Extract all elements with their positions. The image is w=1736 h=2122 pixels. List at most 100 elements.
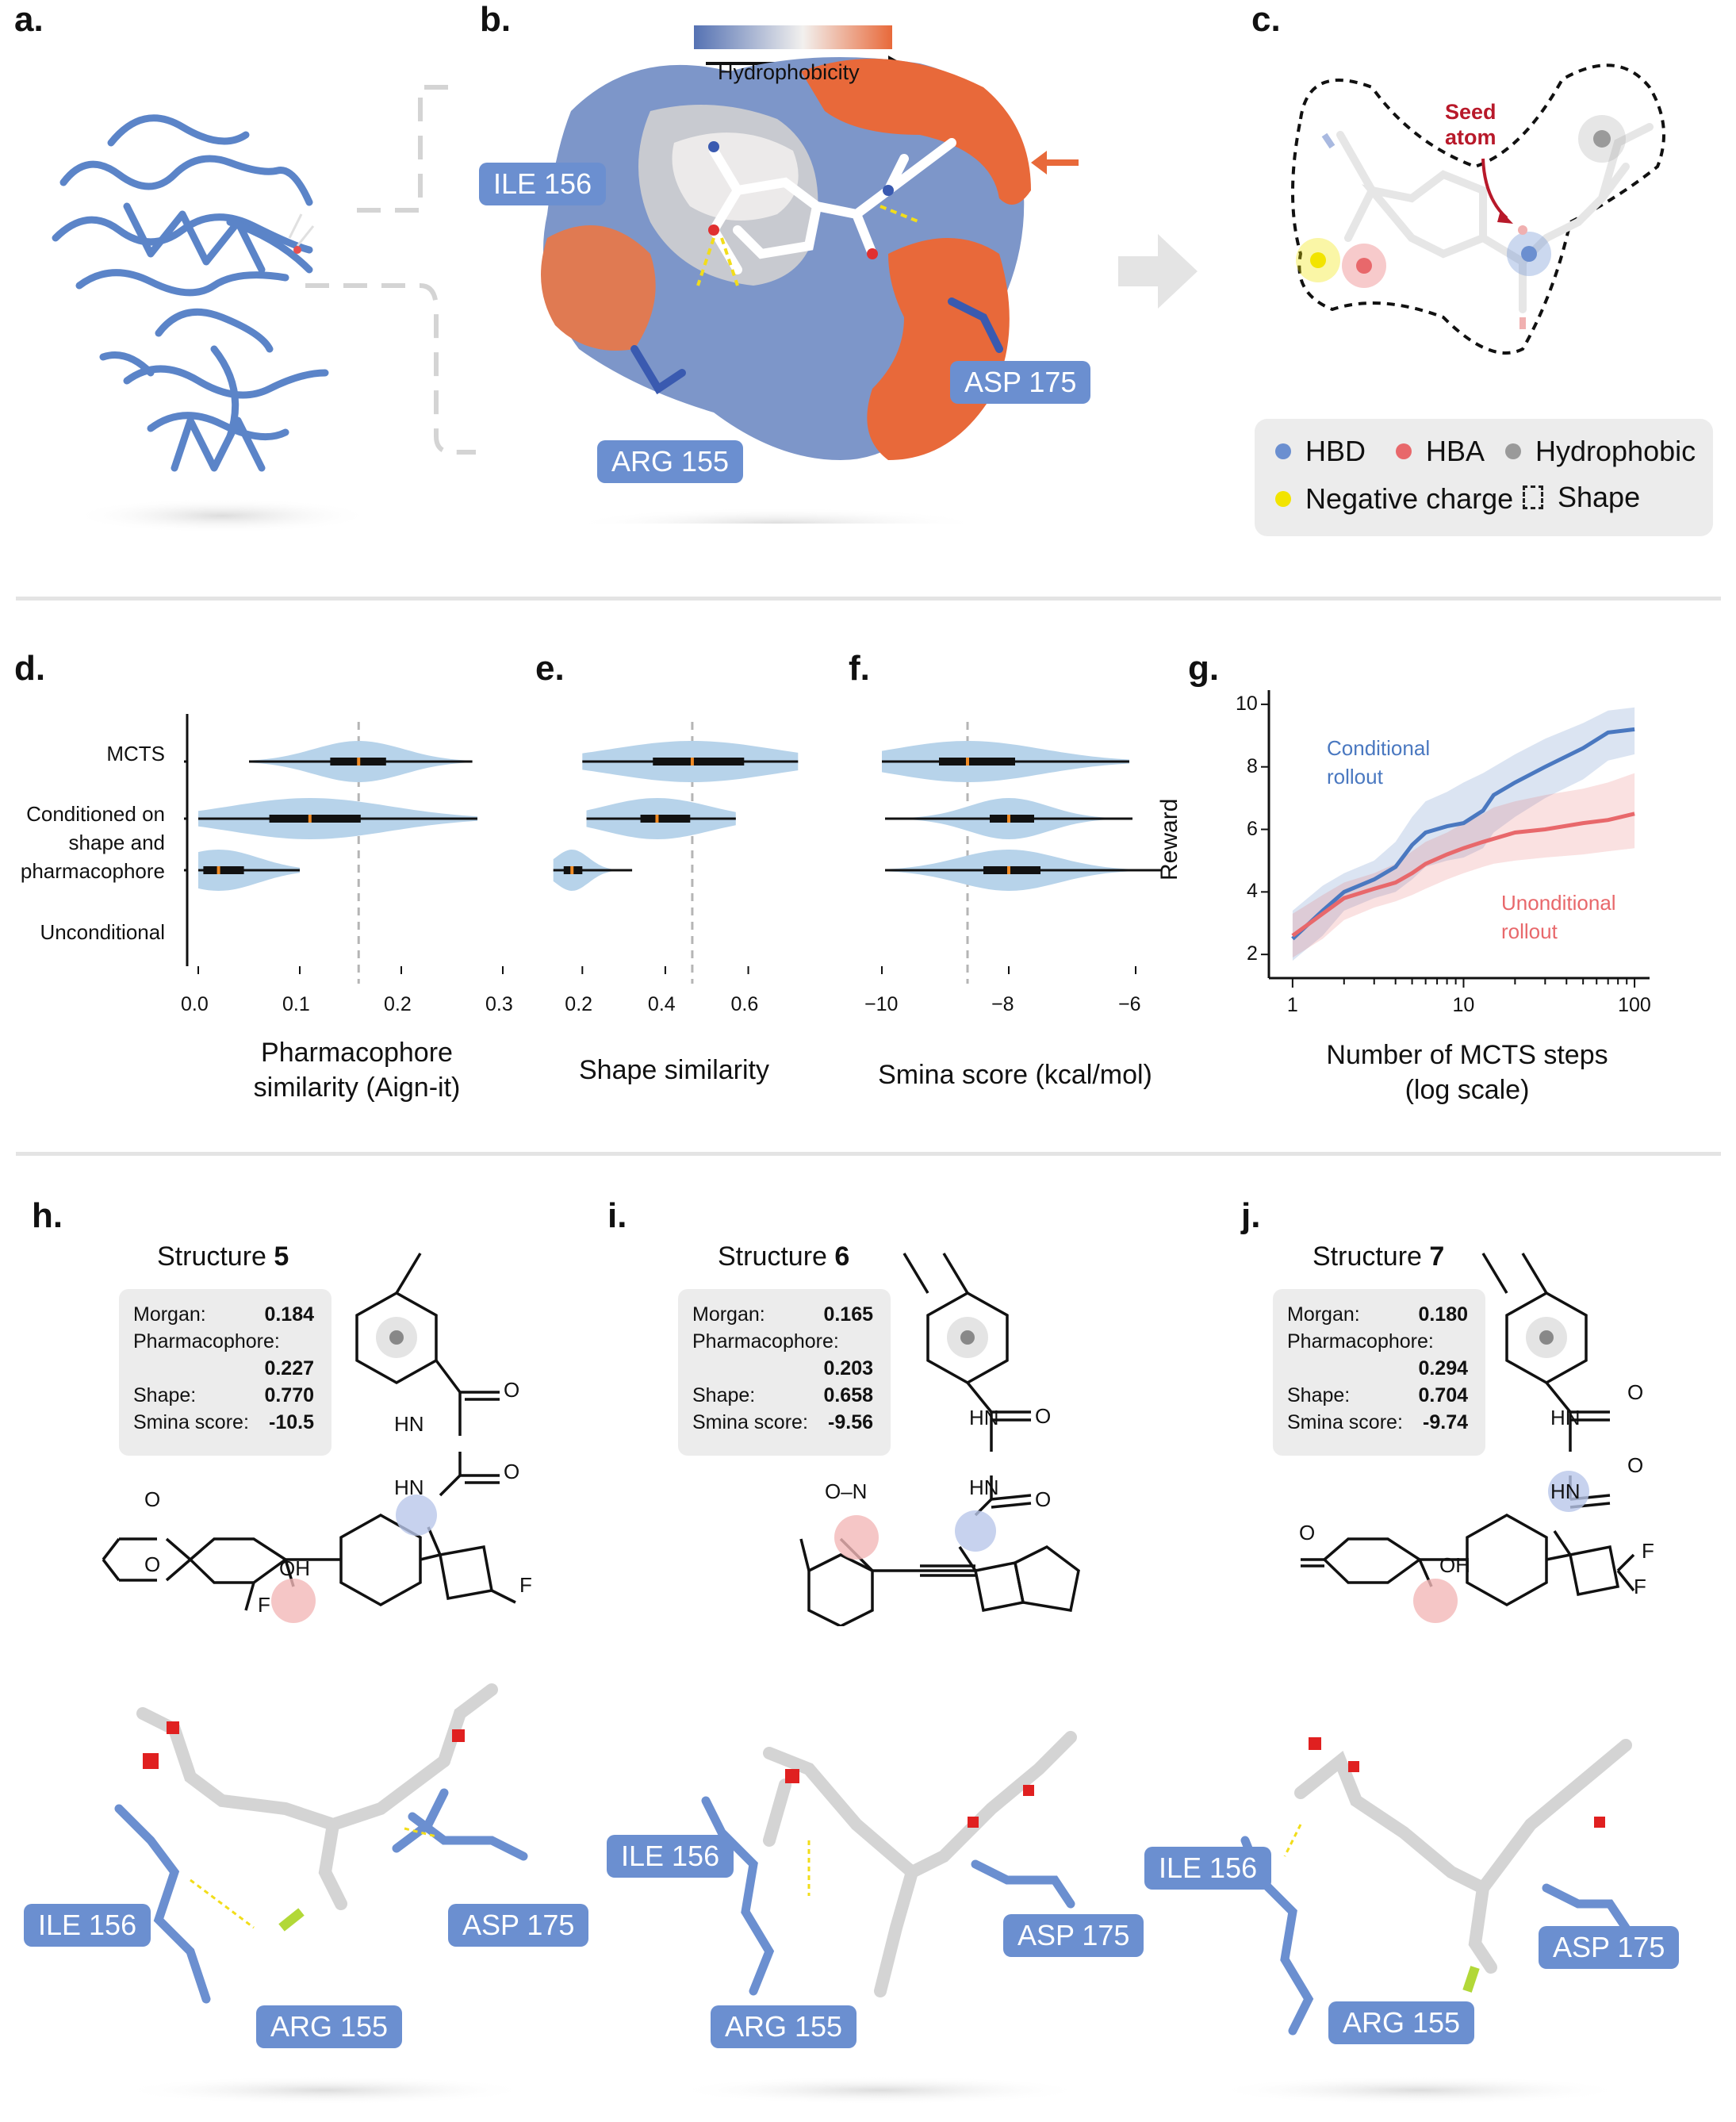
- s5-atom-o4: O: [144, 1552, 161, 1576]
- g-x-tick-label: 1: [1286, 994, 1298, 1016]
- legend-hbd-label: HBD: [1305, 435, 1366, 467]
- structure-5-number: 5: [274, 1241, 289, 1272]
- s5-atom-oh: OH: [279, 1556, 310, 1580]
- confidence-band: [1292, 707, 1635, 961]
- panel-label-c: c.: [1251, 0, 1281, 39]
- xlabel-d-line2: similarity (Aign-it): [253, 1073, 461, 1103]
- structure-5-title: Structure 5: [157, 1241, 289, 1272]
- panel-label-a: a.: [14, 0, 44, 39]
- violin-median-mark: [570, 866, 574, 874]
- s5-atom-o2: O: [504, 1460, 520, 1483]
- reward-line-chart: [1261, 690, 1650, 988]
- s7-atom-f1: F: [1642, 1539, 1654, 1563]
- seed-label-line2: atom: [1445, 125, 1496, 149]
- hbd-dot-icon: [1275, 443, 1291, 459]
- s5-shape-value: 0.770: [264, 1384, 314, 1406]
- series-line: [1291, 812, 1635, 938]
- s6-smina-label: Smina score:: [692, 1411, 808, 1433]
- s5-atom-hn2: HN: [394, 1475, 424, 1499]
- s6-shape-value: 0.658: [823, 1384, 873, 1406]
- divider-top: [16, 597, 1721, 601]
- legend-shape: Shape: [1523, 481, 1640, 514]
- row-label-conditioned: Conditioned on shape and pharmacophore: [0, 800, 165, 885]
- legend-hydrophobic-label: Hydrophobic: [1535, 435, 1696, 467]
- violin-median-mark: [357, 758, 361, 766]
- violin-median-mark: [217, 866, 220, 874]
- row-label-cond-2: shape and: [68, 831, 165, 854]
- structure-7-molecule: [1301, 1253, 1635, 1623]
- protein-structure-image: [52, 114, 373, 533]
- s6-atom-hn2: HN: [969, 1475, 999, 1499]
- series-label-conditional: Conditional rollout: [1327, 734, 1430, 791]
- s5-atom-hn1: HN: [394, 1412, 424, 1436]
- structure-7-title: Structure 7: [1313, 1241, 1444, 1272]
- s5-atom-f1: F: [258, 1593, 270, 1617]
- tick-label: 0.1: [282, 993, 310, 1015]
- s6-atom-on: O–N: [825, 1479, 868, 1503]
- violin-median-mark: [655, 815, 659, 823]
- xlabel-g-line2: (log scale): [1405, 1075, 1530, 1105]
- violin-iqr-box: [990, 815, 1034, 823]
- ylabel-g: Reward: [1156, 798, 1182, 881]
- violin-iqr-box: [653, 758, 745, 766]
- violin-iqr-box: [939, 758, 1015, 766]
- s6-pharm-label: Pharmacophore:: [692, 1330, 839, 1353]
- tick-label: 0.2: [565, 993, 593, 1015]
- g-y-tick-label: 4: [1247, 880, 1258, 903]
- pose6-residue-arg155: ARG 155: [711, 2005, 857, 2048]
- structure-5-molecule: [102, 1253, 516, 1623]
- s7-pharm-label: Pharmacophore:: [1287, 1330, 1434, 1353]
- hba-dot-icon: [1396, 443, 1412, 459]
- s7-shape-value: 0.704: [1418, 1384, 1468, 1406]
- pharmacophore-diagram: [1291, 63, 1665, 355]
- xlabel-e: Shape similarity: [579, 1055, 769, 1085]
- s5-pharm-value: 0.227: [264, 1357, 314, 1379]
- cond-label-1: Conditional: [1327, 736, 1431, 760]
- violin-iqr-box: [983, 866, 1040, 874]
- s6-smina-value: -9.56: [828, 1411, 873, 1433]
- s7-smina-value: -9.74: [1423, 1411, 1468, 1433]
- legend-hydrophobic: Hydrophobic: [1505, 435, 1696, 468]
- structure-7-scores: Morgan: 0.180 Pharmacophore: 0.294 Shape…: [1273, 1289, 1485, 1456]
- legend-shape-label: Shape: [1558, 481, 1641, 513]
- g-y-tick-label: 8: [1247, 754, 1258, 777]
- s5-shape-label: Shape:: [133, 1384, 197, 1406]
- s7-atom-o2: O: [1627, 1453, 1644, 1477]
- violin-median-mark: [1007, 866, 1010, 874]
- residue-label-asp175: ASP 175: [950, 361, 1091, 404]
- pose5-residue-ile156: ILE 156: [24, 1904, 151, 1947]
- pose-7-image: [1213, 1737, 1632, 2105]
- tick-label: 0.2: [384, 993, 412, 1015]
- uncond-label-1: Unonditional: [1501, 891, 1616, 915]
- panel-label-b: b.: [480, 0, 512, 39]
- s6-shape-label: Shape:: [692, 1384, 756, 1406]
- legend-hbd: HBD: [1275, 435, 1366, 468]
- tick-label: 0.3: [485, 993, 513, 1015]
- s7-atom-o1: O: [1627, 1380, 1644, 1404]
- pose7-residue-arg155: ARG 155: [1328, 2001, 1475, 2044]
- s7-atom-f2: F: [1634, 1575, 1646, 1598]
- hydrophobicity-label: Hydrophobicity: [718, 60, 860, 84]
- tick-label: 0.4: [647, 993, 676, 1015]
- s5-smina-label: Smina score:: [133, 1411, 249, 1433]
- negative-charge-dot-icon: [1275, 491, 1291, 507]
- structure-6-number: 6: [834, 1241, 850, 1272]
- connector-lines: [305, 85, 476, 455]
- xlabel-d: Pharmacophore similarity (Aign-it): [198, 1035, 515, 1105]
- s6-morgan-value: 0.165: [823, 1303, 873, 1326]
- s6-atom-o1: O: [1035, 1404, 1052, 1428]
- panel-label-e: e.: [535, 649, 565, 688]
- s7-shape-label: Shape:: [1287, 1384, 1351, 1406]
- violin-iqr-box: [640, 815, 691, 823]
- tick-label: 0.0: [181, 993, 209, 1015]
- binding-pocket-image: [541, 25, 1079, 524]
- residue-label-arg155: ARG 155: [597, 440, 744, 483]
- divider-bottom: [16, 1152, 1721, 1156]
- pose6-residue-ile156: ILE 156: [607, 1835, 734, 1878]
- violin-plot-d: [184, 714, 504, 984]
- s5-atom-o3: O: [144, 1487, 161, 1511]
- pose-6-image: [674, 1731, 1086, 2105]
- s5-atom-o1: O: [504, 1378, 520, 1402]
- violin-iqr-box: [269, 815, 361, 823]
- s7-morgan-label: Morgan:: [1287, 1303, 1360, 1326]
